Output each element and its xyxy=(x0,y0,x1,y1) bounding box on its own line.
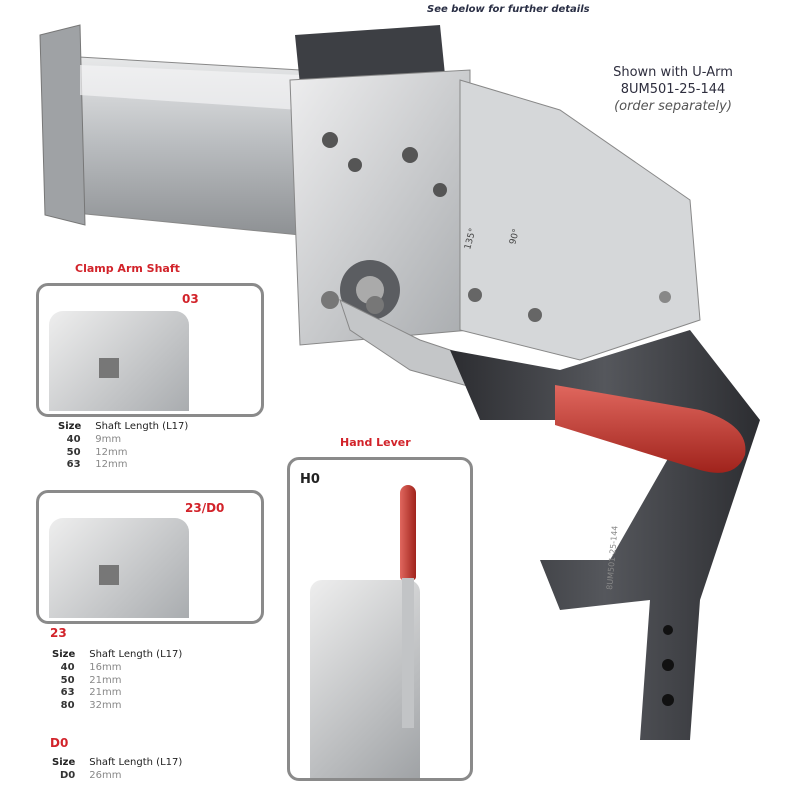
table-cell: 40 xyxy=(66,434,81,445)
shaft-block-illustration xyxy=(49,518,189,618)
table-row: 50 21mm xyxy=(52,675,196,688)
column-header: Shaft Length (L17) xyxy=(89,649,183,660)
table-cell: 32mm xyxy=(89,699,122,711)
further-details-note: See below for further details xyxy=(427,4,590,15)
table-row: 80 32mm xyxy=(52,700,196,713)
hand-lever-code: H0 xyxy=(300,472,320,487)
table-cell: 50 xyxy=(60,674,75,686)
clamp-body-illustration xyxy=(310,580,420,778)
shaft-code-23-d0: 23/D0 xyxy=(185,501,225,515)
table-row: 63 21mm xyxy=(52,687,196,700)
shaft-option-23-d0-image: 23/D0 xyxy=(36,490,264,624)
column-header: Shaft Length (L17) xyxy=(89,757,183,768)
column-header: Size xyxy=(52,757,76,768)
shaft-23-table: Size Shaft Length (L17) 40 16mm 50 21mm 63 2… xyxy=(52,648,196,712)
shaft-code-03: 03 xyxy=(182,292,199,306)
column-header: Size xyxy=(58,421,82,432)
callout-line1: Shown with U-Arm xyxy=(613,65,733,80)
u-arm: 8UM501-25-144 xyxy=(450,330,760,740)
column-header: Shaft Length (L17) xyxy=(95,421,189,432)
table-cell: 12mm xyxy=(95,459,128,470)
table-row: 40 16mm xyxy=(52,662,196,675)
shaft-square-icon xyxy=(99,358,119,378)
shaft-03-table: Size Shaft Length (L17) 40 9mm 50 12mm 63 12… xyxy=(58,420,202,472)
top-block xyxy=(295,25,445,85)
shaft-square-icon xyxy=(99,565,119,585)
clamp-arm-shaft-title: Clamp Arm Shaft xyxy=(75,262,180,275)
table-cell: 21mm xyxy=(89,687,122,698)
table-row: 50 12mm xyxy=(58,447,202,460)
group-d0-title: D0 xyxy=(50,736,69,750)
table-row: 63 12mm xyxy=(58,459,202,472)
shaft-block-illustration xyxy=(49,311,189,411)
table-row: 40 9mm xyxy=(58,434,202,447)
table-cell: 63 xyxy=(66,459,81,470)
shaft-option-03-image: 03 xyxy=(36,283,264,417)
table-row: D0 26mm xyxy=(52,770,196,783)
red-lever-grip xyxy=(400,485,416,580)
column-header: Size xyxy=(52,649,76,660)
group-23-title: 23 xyxy=(50,626,67,640)
lever-shaft xyxy=(402,578,414,728)
table-cell: 26mm xyxy=(89,770,122,781)
table-cell: 40 xyxy=(60,662,75,673)
table-cell: 12mm xyxy=(95,446,128,458)
table-cell: 9mm xyxy=(95,434,122,445)
clamp-body xyxy=(289,69,701,361)
hand-lever-title: Hand Lever xyxy=(340,436,411,449)
table-cell: 63 xyxy=(60,687,75,698)
callout-order-separately: (order separately) xyxy=(614,99,732,114)
table-cell: 50 xyxy=(66,446,81,458)
callout-part-number: 8UM501-25-144 xyxy=(620,82,726,97)
air-cylinder xyxy=(39,24,301,236)
u-arm-callout: Shown with U-Arm 8UM501-25-144 (order se… xyxy=(598,64,748,115)
table-cell: D0 xyxy=(59,770,76,781)
table-cell: 80 xyxy=(60,699,75,711)
table-cell: Size Shaft Length (L17) xyxy=(52,648,196,662)
table-cell: 21mm xyxy=(89,674,122,686)
angle-90-mark: 90° xyxy=(508,228,522,246)
table-cell: Size Shaft Length (L17) xyxy=(52,756,196,770)
shaft-d0-table: Size Shaft Length (L17) D0 26mm xyxy=(52,756,196,783)
hand-lever-image: H0 xyxy=(287,457,473,781)
table-cell: Size Shaft Length (L17) xyxy=(58,420,202,434)
red-handle xyxy=(555,385,746,473)
table-cell: 16mm xyxy=(89,662,122,673)
